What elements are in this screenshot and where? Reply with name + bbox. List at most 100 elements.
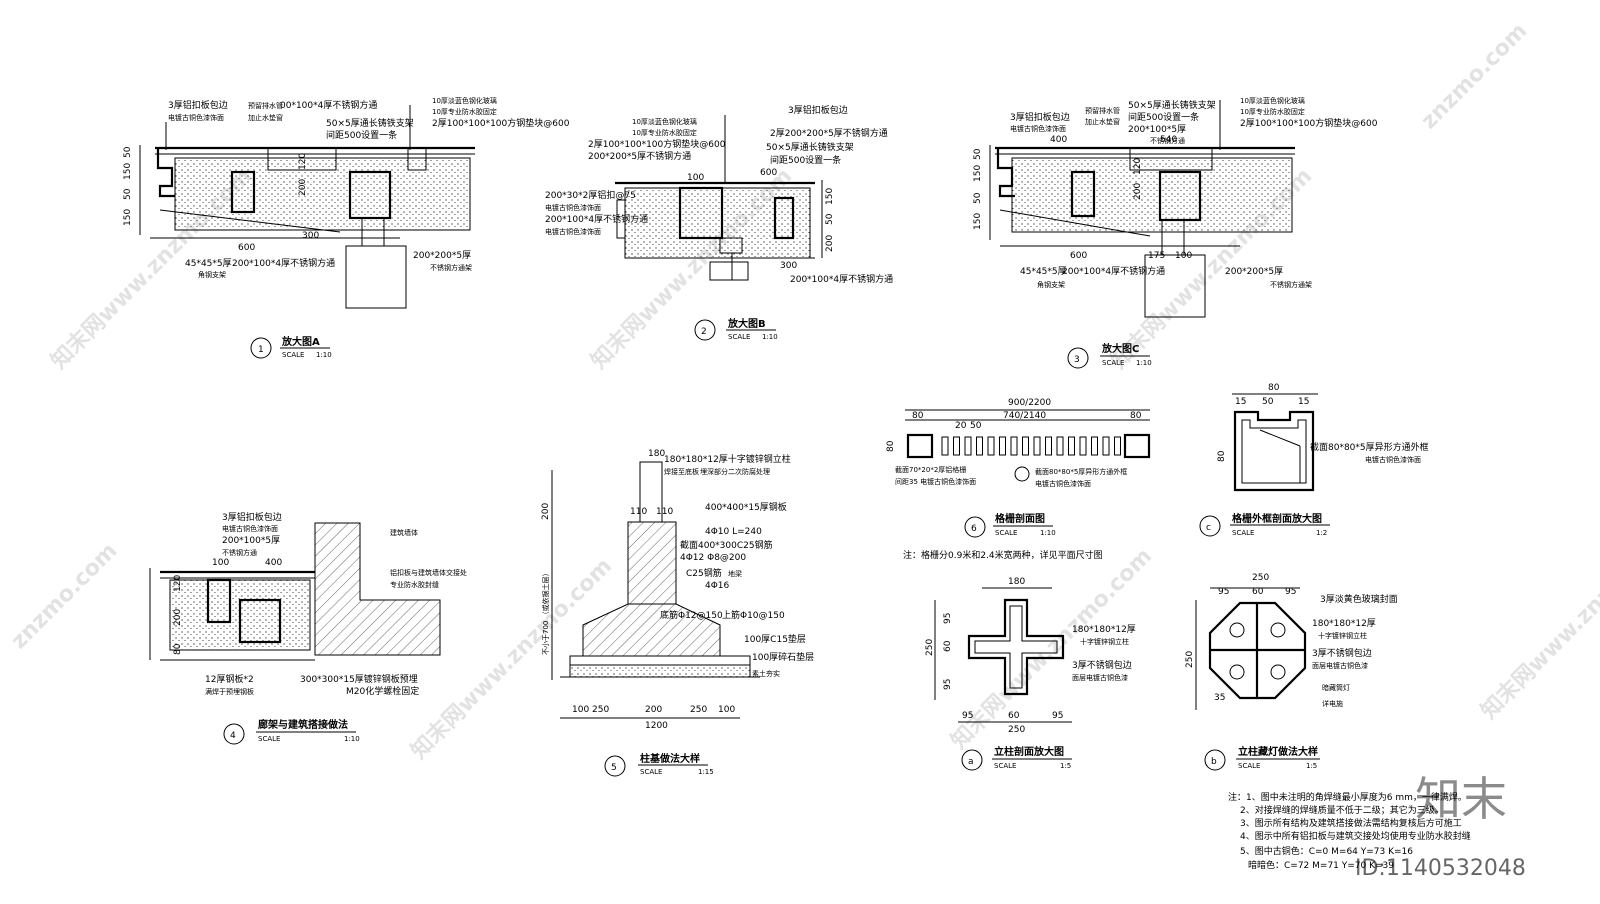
callout: 电镀古铜色漆饰面 — [1035, 479, 1091, 488]
frame-left — [906, 433, 934, 459]
grille-bar — [1114, 436, 1121, 456]
dim-text: 100 — [572, 705, 589, 715]
cross-column — [967, 598, 1065, 696]
grille-bar — [941, 436, 949, 456]
image-id-label: ID:1140532048 — [1355, 856, 1526, 881]
callout: 截面70*20*2厚铝格栅 — [895, 465, 966, 474]
dim-text: 95 — [1052, 711, 1063, 721]
dim-text: 150 — [973, 165, 983, 182]
dim-text: 95 — [1285, 587, 1296, 597]
callout: 2厚100*100*100方钢垫块@600 — [1240, 117, 1378, 129]
scale-label: SCALE — [640, 768, 662, 776]
callout: 100厚碎石垫层 — [752, 651, 814, 663]
detail-title: 格栅外框剖面放大图 — [1232, 512, 1322, 525]
scale-value: 1:10 — [1040, 529, 1056, 537]
callout: 10厚淡蓝色钢化玻璃 — [432, 96, 497, 105]
callout: 暗藏筒灯 — [1322, 683, 1350, 692]
dim-text: 50 — [825, 213, 835, 225]
detail-2: 100 600 150 50 200 300 3厚铝扣板包边 10厚淡蓝色钢化玻… — [545, 104, 893, 341]
callout: 建筑墙体 — [390, 528, 418, 537]
dim-text: 120 — [173, 575, 183, 592]
note-line: 2、对接焊缝的焊缝质量不低于二级；其它为三级。 — [1240, 804, 1444, 816]
detail-title: 柱基做法大样 — [640, 752, 700, 765]
dim-text: 80 — [1217, 450, 1227, 462]
brand-stamp: 知末 ID:1140532048 — [1355, 772, 1526, 881]
callout: 满焊于预埋钢板 — [205, 687, 254, 696]
callout: 地梁 — [728, 569, 742, 578]
grille-bar — [1056, 436, 1064, 456]
rect-tube — [1070, 170, 1096, 218]
dim-text: 1200 — [645, 721, 668, 731]
dim-text: 250 — [925, 639, 935, 656]
light-fixture — [1229, 664, 1245, 680]
dim-text: 180 — [648, 449, 665, 459]
detail-number-circle — [1067, 347, 1089, 369]
dim-text: 250 — [1252, 573, 1269, 583]
callout: 电镀古铜色漆饰面 — [168, 113, 224, 122]
detail-number-circle — [223, 723, 245, 745]
dim-text: 250 — [592, 705, 609, 715]
dim-text: 95 — [943, 613, 953, 624]
note-line: 3、图示所有结构及建筑搭接做法需结构复核后方可施工 — [1240, 817, 1462, 829]
callout: 面层电镀古铜色漆 — [1072, 673, 1128, 682]
scale-label: SCALE — [1232, 529, 1254, 537]
dim-text: 15 — [1298, 397, 1309, 407]
dim-text: 100 — [687, 173, 704, 183]
detail-letter: b — [1211, 757, 1217, 767]
dim-text: 900/2200 — [1008, 398, 1051, 408]
callout: 底筋Φ12@150 — [660, 609, 723, 621]
grille-bar — [1079, 436, 1087, 456]
note-line: 暗暗色：C=72 M=71 Y=70 K=39 — [1248, 859, 1394, 871]
scale-value: 1:10 — [762, 333, 778, 341]
callout: 10厚专业防水胶固定 — [1240, 107, 1305, 116]
dim-text: 200 — [645, 705, 662, 715]
callout: 3厚铝扣板包边 — [1010, 111, 1070, 123]
callout: 00*100*4厚不锈钢方通 — [280, 99, 377, 111]
callout: 截面80*80*5厚异形方通外框 — [1310, 441, 1429, 453]
connector — [361, 217, 385, 247]
dim-text: 100 — [212, 558, 229, 568]
dim-text: 50 — [970, 421, 982, 431]
detail-number: 5 — [611, 763, 617, 773]
callout: C25钢筋 — [686, 567, 722, 579]
callout: 电镀古铜色漆饰面 — [545, 227, 601, 236]
callout: 200*100*4厚不锈钢方通 — [545, 213, 648, 225]
gravel-layer — [569, 664, 751, 678]
scale-label: SCALE — [258, 735, 280, 743]
dim-text: 200 — [541, 503, 551, 520]
callout: 180*180*12厚 — [1072, 624, 1136, 635]
dim-text: 250 — [1185, 651, 1195, 668]
callout: 200*100*5厚 — [222, 535, 280, 546]
dim-text: 200 — [173, 609, 183, 626]
detail-a: 180 95 60 95 250 95 60 95 250 180*180*12… — [925, 577, 1136, 771]
detail-letter-circle — [1204, 749, 1226, 771]
dim-text: 180 — [1008, 577, 1025, 587]
detail-letter: c — [1206, 523, 1211, 533]
dim-text: 110 — [630, 507, 647, 517]
dim-text: 100 — [1175, 251, 1192, 261]
callout: 十字镀锌钢立柱 — [1080, 637, 1129, 646]
dim-text: 95 — [943, 679, 953, 690]
watermark-text: 知末网www.znzmo.com — [1476, 513, 1600, 724]
dim-text: 80 — [1130, 411, 1142, 421]
callout: 200*30*2厚铝扣@75 — [545, 189, 636, 201]
note-line: 注：1、图中未注明的角焊缝最小厚度为6 mm，一律满焊。 — [1228, 791, 1467, 803]
dim-text: 740/2140 — [1003, 411, 1046, 421]
dim-text: 110 — [656, 507, 673, 517]
callout: 4Φ16 — [705, 581, 730, 591]
callout: 200*100*5厚 — [1128, 124, 1186, 135]
dim-text: 95 — [1218, 587, 1229, 597]
callout: 2厚100*100*100方钢垫块@600 — [588, 138, 726, 150]
detail-title: 放大图A — [281, 335, 320, 348]
grille-bar — [953, 436, 960, 456]
grille-bar — [1068, 436, 1075, 456]
detail-letter: a — [968, 757, 974, 767]
callout: 专业防水胶封缝 — [390, 580, 439, 589]
callout: 加止水垫窗 — [1085, 117, 1120, 126]
dim-text: 60 — [1252, 587, 1264, 597]
brand-logo-text: 知末 — [1415, 772, 1507, 826]
callout: 不小于700 （或依据土层） — [541, 569, 550, 655]
scale-value: 1:2 — [1316, 529, 1327, 537]
angle-brace — [159, 209, 341, 233]
dim-text: 200 — [1133, 183, 1143, 200]
